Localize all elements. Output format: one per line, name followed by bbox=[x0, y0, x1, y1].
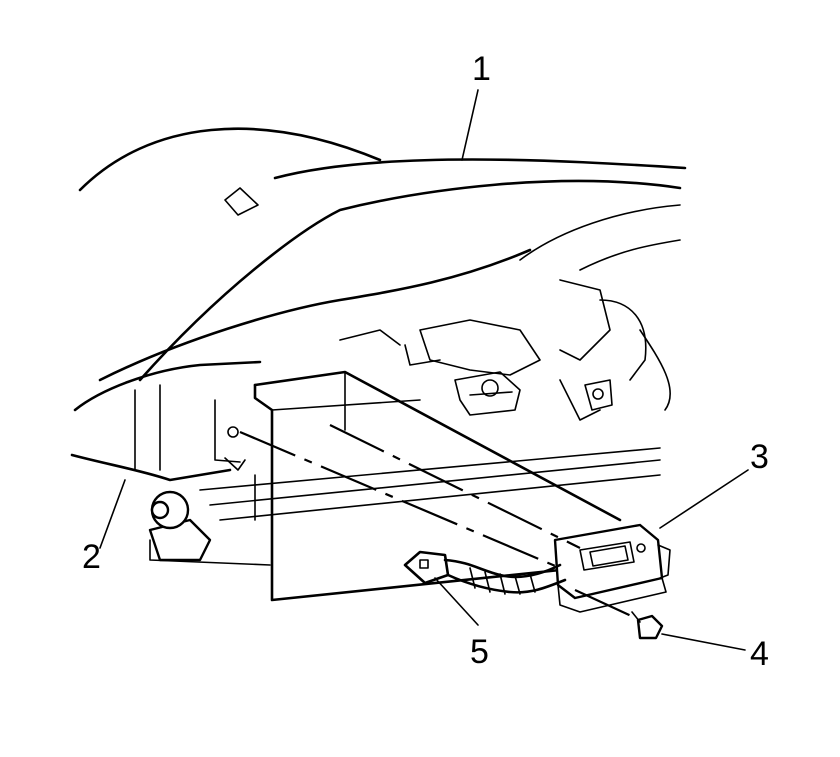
retaining-bolt bbox=[631, 611, 664, 640]
seat-cushion bbox=[78, 127, 687, 421]
callout-1: 1 bbox=[472, 50, 491, 88]
callout-2: 2 bbox=[82, 538, 101, 576]
carpet-cutout bbox=[253, 370, 622, 602]
alignment-lines bbox=[239, 424, 641, 621]
leader-lines bbox=[99, 89, 749, 651]
seat-frame bbox=[70, 360, 661, 566]
callout-4: 4 bbox=[750, 635, 769, 673]
callout-5: 5 bbox=[470, 633, 489, 671]
control-module bbox=[553, 523, 671, 613]
callout-3: 3 bbox=[750, 438, 769, 476]
wiring-harness bbox=[403, 550, 567, 595]
